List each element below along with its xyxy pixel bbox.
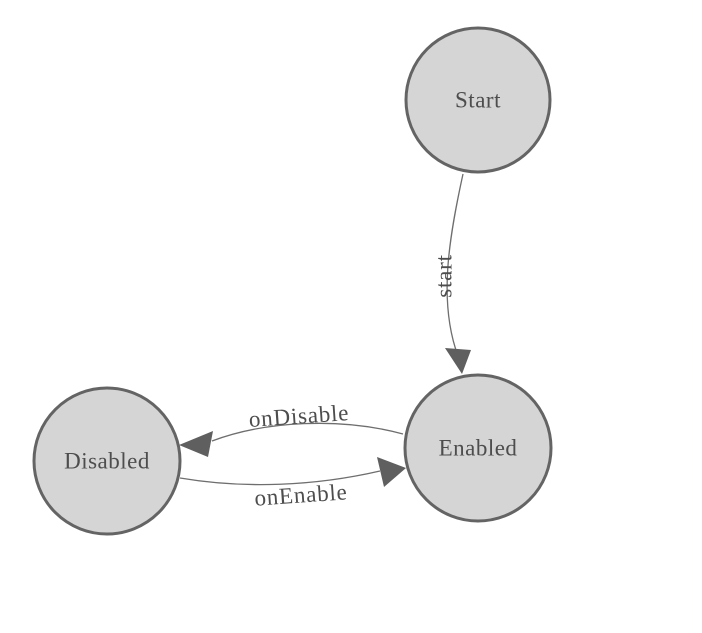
edge-start-label: start xyxy=(432,254,457,298)
edge-start: start xyxy=(432,173,471,374)
arrowhead-icon xyxy=(445,348,471,374)
edge-on-enable-label: onEnable xyxy=(254,479,349,510)
state-node-enabled-label: Enabled xyxy=(439,436,518,461)
arrowhead-icon xyxy=(179,431,213,457)
edge-on-disable-line[interactable] xyxy=(211,422,404,442)
edge-on-disable-label: onDisable xyxy=(248,400,350,432)
edge-on-enable-line[interactable] xyxy=(179,470,381,486)
edge-on-enable: onEnable xyxy=(179,457,406,511)
arrowhead-icon xyxy=(377,457,406,487)
state-node-disabled-circle[interactable] xyxy=(32,386,182,536)
state-node-start[interactable]: Start xyxy=(404,26,552,174)
edge-on-disable: onDisable xyxy=(179,400,404,457)
state-node-disabled-label: Disabled xyxy=(64,449,150,474)
state-node-start-circle[interactable] xyxy=(404,26,552,174)
state-node-enabled[interactable]: Enabled xyxy=(403,373,553,523)
state-node-enabled-circle[interactable] xyxy=(403,373,553,523)
state-node-start-label: Start xyxy=(455,88,501,113)
state-node-disabled[interactable]: Disabled xyxy=(32,386,182,536)
edge-start-line[interactable] xyxy=(446,173,464,357)
